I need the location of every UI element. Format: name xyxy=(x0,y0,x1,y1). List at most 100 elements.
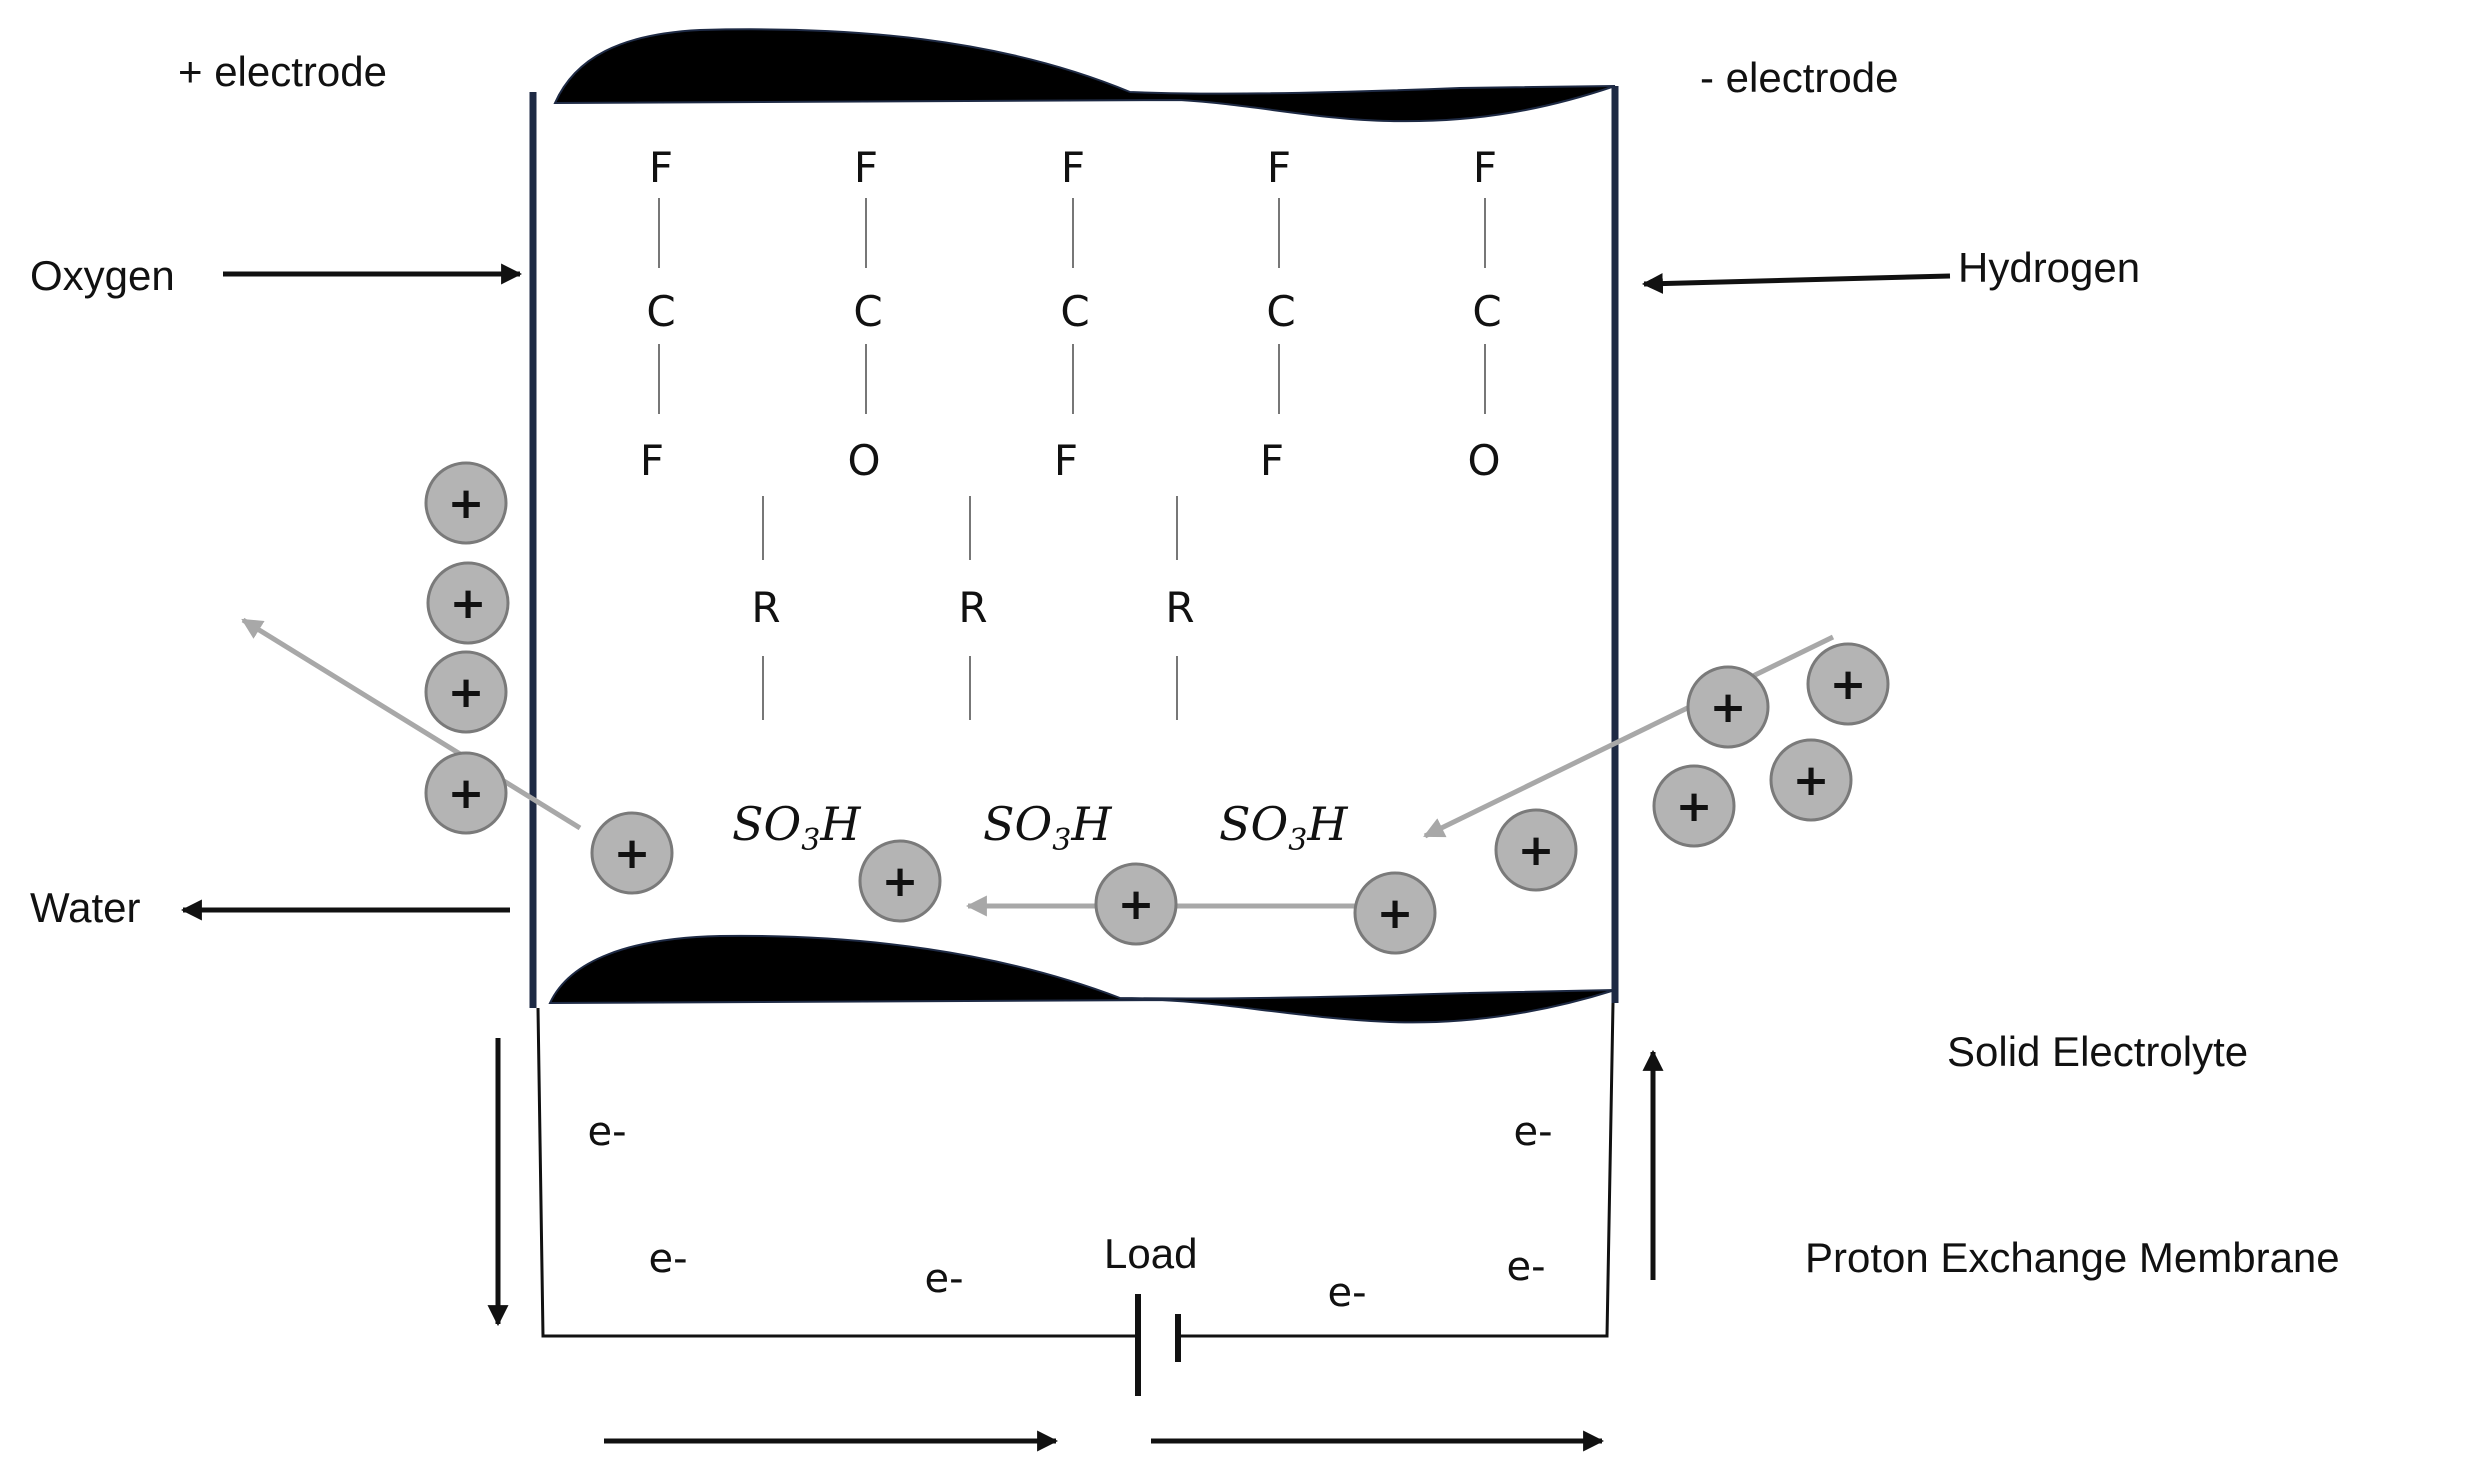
atom-bottom: F xyxy=(640,436,664,485)
proton: + xyxy=(424,650,508,734)
proton: + xyxy=(426,561,510,645)
atom-middle: C xyxy=(646,287,675,336)
proton: + xyxy=(1094,862,1178,946)
proton-circle xyxy=(424,751,508,835)
acid-tail: H xyxy=(819,797,861,851)
electron-label: e- xyxy=(648,1236,687,1282)
acid-tail: H xyxy=(1070,797,1112,851)
side-group: R xyxy=(958,496,988,720)
sulfonic-acid-group: SO3H xyxy=(1219,797,1348,858)
proton-plus-sign: + xyxy=(450,578,487,629)
proton-plus-sign: + xyxy=(448,667,485,718)
atom-top: F xyxy=(1267,143,1291,192)
proton-plus-sign: + xyxy=(1710,682,1747,733)
polymer-column: F C O xyxy=(1467,143,1501,485)
proton: + xyxy=(1652,764,1736,848)
proton: + xyxy=(424,461,508,545)
proton-circle xyxy=(1686,665,1770,749)
atom-bottom: F xyxy=(1054,436,1078,485)
proton: + xyxy=(1686,665,1770,749)
acid-base: SO xyxy=(732,797,801,851)
sulfonic-acid-group: SO3H xyxy=(983,797,1112,858)
top-electrode-plate xyxy=(553,28,1616,123)
proton: + xyxy=(858,839,942,923)
proton: + xyxy=(1353,871,1437,955)
proton-plus-sign: + xyxy=(1118,879,1155,930)
water-label: Water xyxy=(30,884,140,931)
proton-circle xyxy=(1094,862,1178,946)
acid-subscript: 3 xyxy=(801,823,820,858)
atom-middle: C xyxy=(853,287,882,336)
proton-circle xyxy=(1652,764,1736,848)
polymer-column: F C O xyxy=(847,143,882,485)
proton-plus-sign: + xyxy=(448,768,485,819)
proton: + xyxy=(590,811,674,895)
protons: +++++++++++++ xyxy=(424,461,1890,955)
hydrogen-label: Hydrogen xyxy=(1958,244,2140,291)
negative-electrode-label: - electrode xyxy=(1700,54,1898,101)
electron-label: e- xyxy=(587,1109,626,1155)
side-group: R xyxy=(751,496,781,720)
proton-plus-sign: + xyxy=(1377,888,1414,939)
load-label: Load xyxy=(1104,1230,1197,1277)
proton-plus-sign: + xyxy=(1830,659,1867,710)
proton-plus-sign: + xyxy=(1518,825,1555,876)
sulfonic-acid-group: SO3H xyxy=(732,797,861,858)
atom-bottom: O xyxy=(1467,436,1500,485)
atom-top: F xyxy=(649,143,673,192)
oxygen-label: Oxygen xyxy=(30,252,175,299)
proton-circle xyxy=(426,561,510,645)
proton-flow-arrow-right xyxy=(1423,634,1835,839)
electron-label: e- xyxy=(1513,1109,1552,1155)
proton-plus-sign: + xyxy=(882,856,919,907)
acid-base: SO xyxy=(983,797,1052,851)
atom-bottom: O xyxy=(847,436,880,485)
atom-middle: C xyxy=(1472,287,1501,336)
electron-label: e- xyxy=(1327,1270,1366,1316)
proton: + xyxy=(1494,808,1578,892)
proton-plus-sign: + xyxy=(1676,781,1713,832)
proton-flow-arrow-left xyxy=(241,617,582,831)
atom-middle: C xyxy=(1060,287,1089,336)
proton-circle xyxy=(590,811,674,895)
proton-circle xyxy=(858,839,942,923)
proton-circle xyxy=(1806,642,1890,726)
electrons: e-e-e-e-e-e- xyxy=(587,1109,1552,1316)
proton: + xyxy=(1769,738,1853,822)
bottom-electrode-plate xyxy=(548,934,1616,1024)
acid-tail: H xyxy=(1306,797,1348,851)
proton-plus-sign: + xyxy=(614,828,651,879)
atom-bottom: F xyxy=(1260,436,1284,485)
atom-top: F xyxy=(854,143,878,192)
acid-subscript: 3 xyxy=(1288,823,1307,858)
hydrogen-arrow xyxy=(1641,273,1951,295)
proton-circle xyxy=(1494,808,1578,892)
external-circuit-wire xyxy=(536,1002,1615,1338)
electron-label: e- xyxy=(924,1256,963,1302)
proton: + xyxy=(1806,642,1890,726)
proton-circle xyxy=(424,650,508,734)
positive-electrode-label: + electrode xyxy=(178,48,387,95)
polymer-column: F C F xyxy=(640,143,676,485)
proton-circle xyxy=(1769,738,1853,822)
proton-plus-sign: + xyxy=(1793,755,1830,806)
polymer-column: F C F xyxy=(1260,143,1296,485)
proton-exchange-membrane-label: Proton Exchange Membrane xyxy=(1805,1234,2340,1281)
proton: + xyxy=(424,751,508,835)
acid-base: SO xyxy=(1219,797,1288,851)
side-group-label: R xyxy=(751,583,780,632)
atom-middle: C xyxy=(1266,287,1295,336)
proton-plus-sign: + xyxy=(448,478,485,529)
atom-top: F xyxy=(1061,143,1085,192)
solid-electrolyte-label: Solid Electrolyte xyxy=(1947,1028,2248,1075)
proton-circle xyxy=(1353,871,1437,955)
side-group: R xyxy=(1165,496,1195,720)
side-group-label: R xyxy=(958,583,987,632)
acid-subscript: 3 xyxy=(1052,823,1071,858)
polymer-column: F C F xyxy=(1054,143,1090,485)
proton-circle xyxy=(424,461,508,545)
atom-top: F xyxy=(1473,143,1497,192)
electron-label: e- xyxy=(1506,1244,1545,1290)
side-group-label: R xyxy=(1165,583,1194,632)
